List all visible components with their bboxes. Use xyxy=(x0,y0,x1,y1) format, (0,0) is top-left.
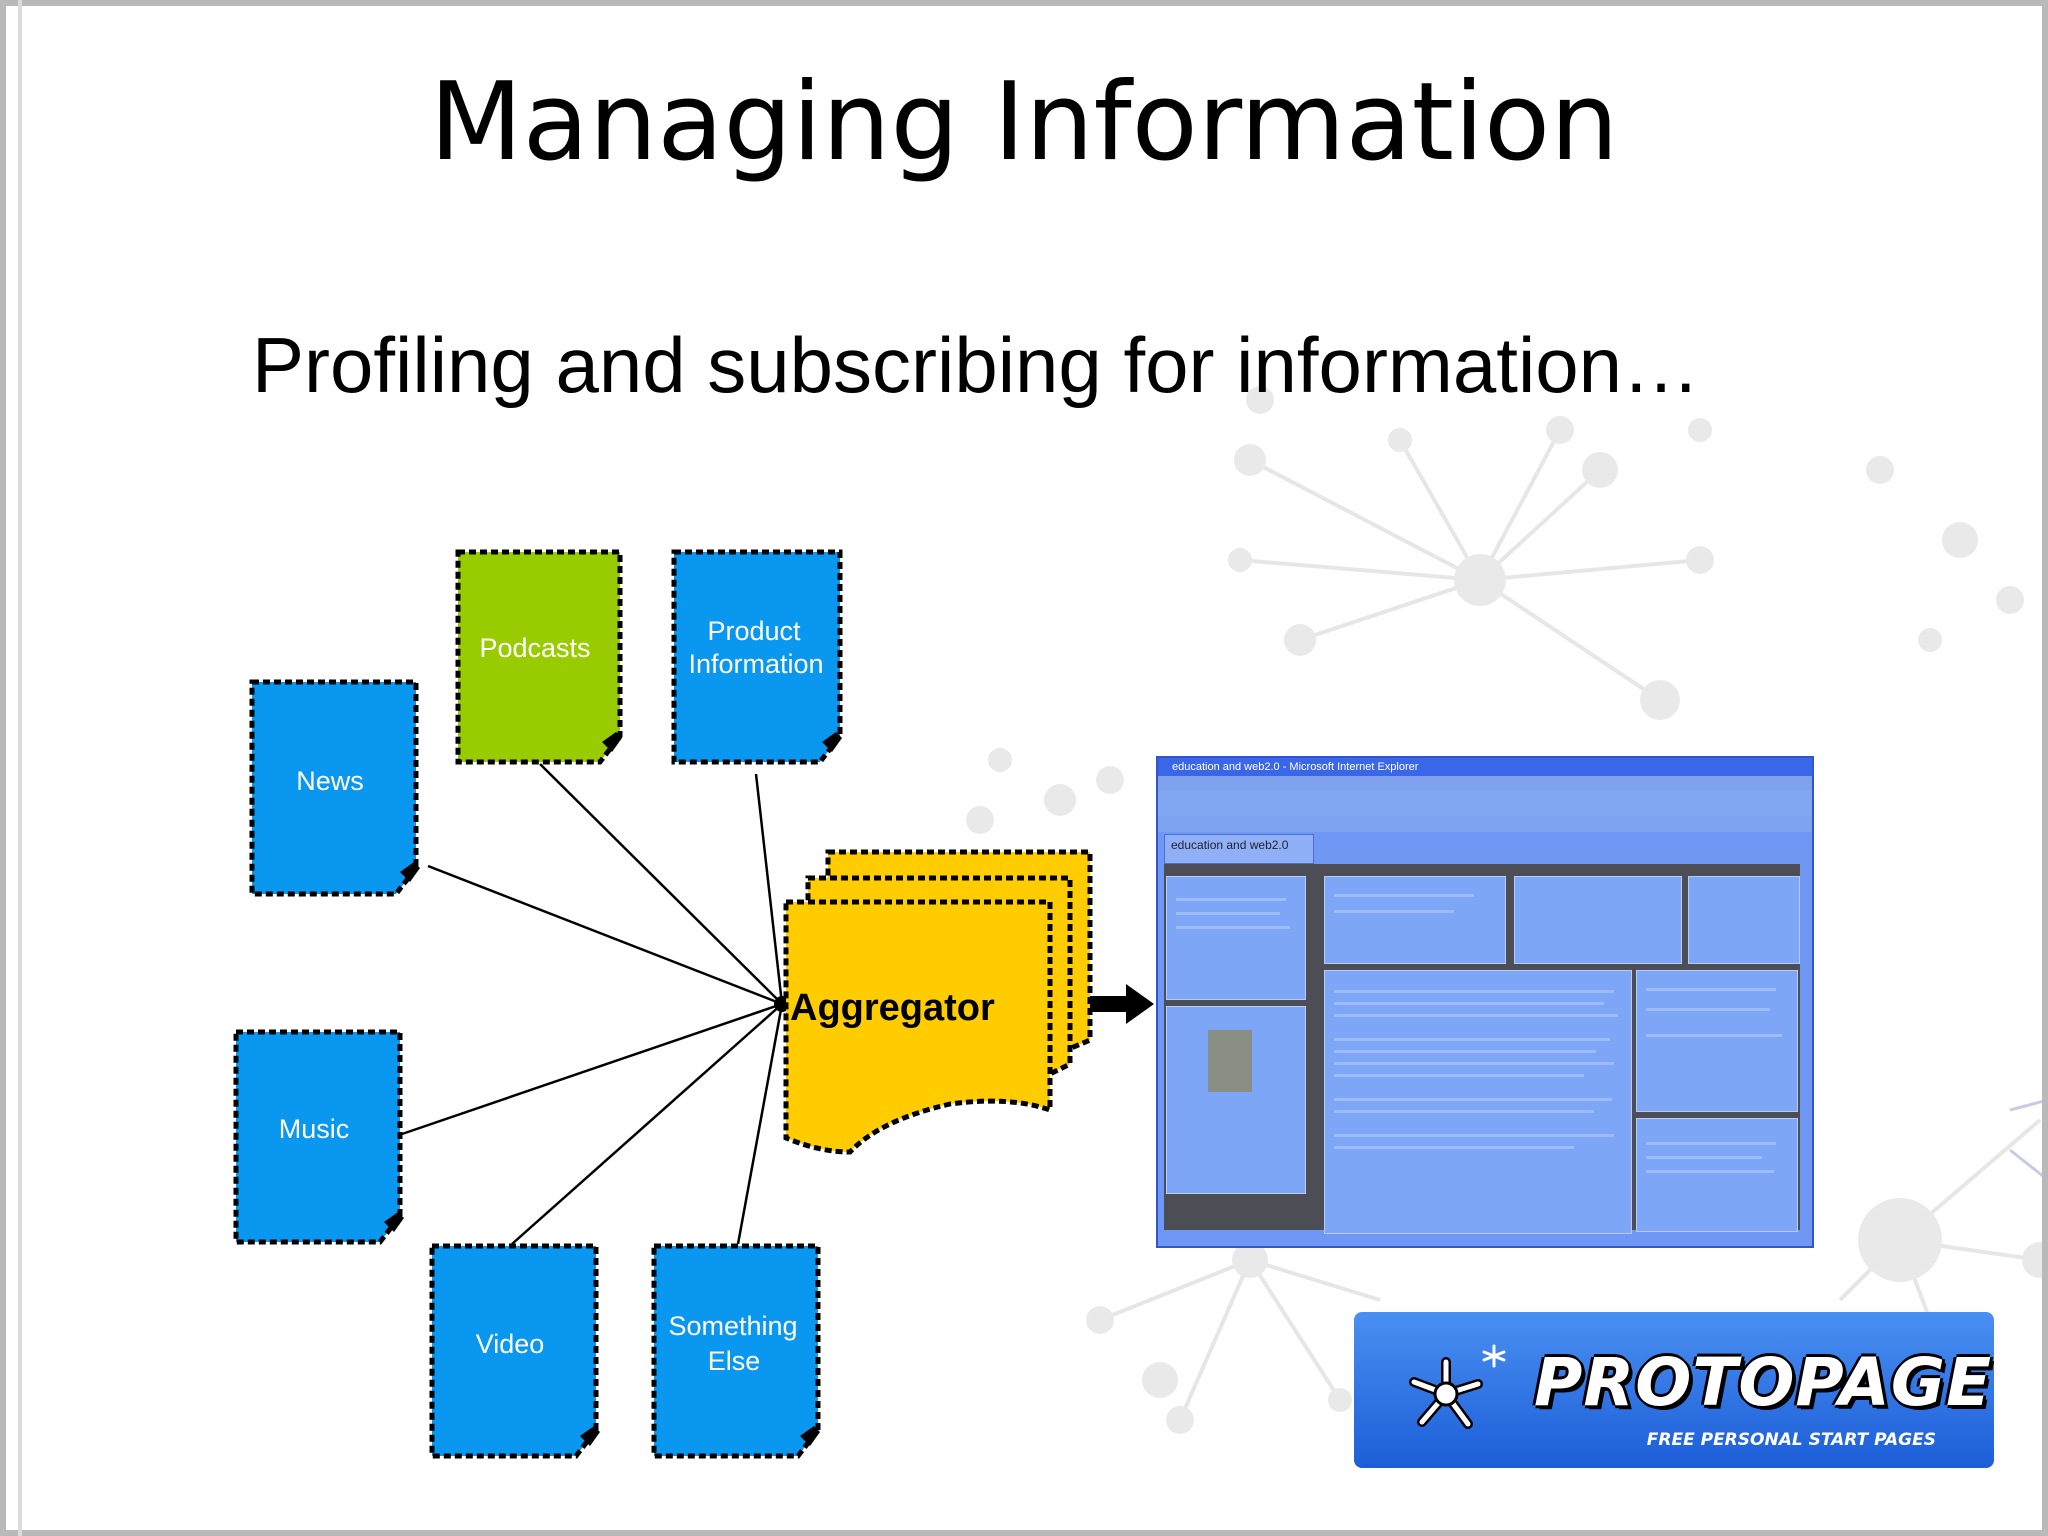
screenshot-addressbar xyxy=(1158,816,1812,832)
screenshot-text-line xyxy=(1646,1170,1774,1173)
screenshot-text-line xyxy=(1334,1146,1574,1149)
source-doc-product-information[interactable]: Product Information xyxy=(671,549,843,765)
screenshot-text-line xyxy=(1334,1074,1584,1077)
source-doc-video[interactable]: Video xyxy=(429,1243,600,1459)
screenshot-toolbar xyxy=(1158,790,1812,817)
source-label-something-line2: Else xyxy=(708,1346,761,1376)
source-doc-podcasts[interactable]: Podcasts xyxy=(455,549,623,765)
start-page-screenshot: education and web2.0 - Microsoft Interne… xyxy=(1156,756,1814,1248)
aggregator-stack[interactable]: Aggregator xyxy=(783,849,1093,1155)
connector-music xyxy=(401,1002,783,1136)
connector-something-else xyxy=(736,1003,784,1245)
source-label-something-line1: Something xyxy=(668,1311,797,1341)
connector-product-information xyxy=(754,773,784,1005)
source-label-product-line2: Information xyxy=(688,649,823,679)
screenshot-text-line xyxy=(1176,898,1286,901)
screenshot-widget xyxy=(1324,970,1632,1234)
aggregator-label: Aggregator xyxy=(790,987,995,1029)
protopage-star-icon xyxy=(1409,1344,1506,1429)
source-label-music: Music xyxy=(279,1114,350,1144)
screenshot-window-title: education and web2.0 - Microsoft Interne… xyxy=(1158,758,1812,776)
connector-news xyxy=(427,864,783,1006)
source-doc-something-else[interactable]: Something Else xyxy=(651,1243,821,1459)
screenshot-text-line xyxy=(1334,1098,1612,1101)
source-doc-news[interactable]: News xyxy=(249,679,420,897)
connector-podcasts xyxy=(539,763,783,1005)
slide-subtitle: Profiling and subscribing for informatio… xyxy=(252,321,1701,409)
screenshot-menubar xyxy=(1158,776,1812,790)
output-arrow xyxy=(1090,984,1154,1024)
screenshot-text-line xyxy=(1334,894,1474,897)
screenshot-text-line xyxy=(1334,1050,1596,1053)
screenshot-text-line xyxy=(1646,1034,1782,1037)
screenshot-text-line xyxy=(1646,1142,1776,1145)
source-label-video: Video xyxy=(476,1329,545,1359)
source-label-podcasts: Podcasts xyxy=(479,633,590,663)
connector-lines xyxy=(401,763,784,1245)
screenshot-text-line xyxy=(1646,1156,1762,1159)
screenshot-widget xyxy=(1636,970,1798,1112)
screenshot-text-line xyxy=(1334,910,1454,913)
screenshot-text-line xyxy=(1334,1038,1610,1041)
screenshot-widget xyxy=(1166,876,1306,1000)
screenshot-widget xyxy=(1324,876,1506,964)
source-label-news: News xyxy=(296,766,364,796)
screenshot-text-line xyxy=(1176,926,1290,929)
screenshot-text-line xyxy=(1334,1062,1614,1065)
screenshot-page-heading: education and web2.0 xyxy=(1164,834,1314,864)
screenshot-text-line xyxy=(1334,1002,1604,1005)
protopage-logo-banner[interactable]: PROTOPAGE FREE PERSONAL START PAGES xyxy=(1354,1312,1994,1468)
screenshot-photo xyxy=(1208,1030,1252,1092)
screenshot-text-line xyxy=(1334,990,1614,993)
source-doc-music[interactable]: Music xyxy=(233,1029,404,1245)
slide-title: Managing Information xyxy=(429,60,1619,185)
screenshot-text-line xyxy=(1334,1134,1614,1137)
source-label-product-line1: Product xyxy=(707,616,801,646)
screenshot-widget xyxy=(1514,876,1682,964)
protopage-tagline: FREE PERSONAL START PAGES xyxy=(1646,1430,1936,1450)
screenshot-text-line xyxy=(1646,1008,1770,1011)
screenshot-text-line xyxy=(1176,912,1280,915)
screenshot-text-line xyxy=(1334,1014,1618,1017)
screenshot-text-line xyxy=(1646,988,1776,991)
screenshot-text-line xyxy=(1334,1110,1594,1113)
protopage-wordmark: PROTOPAGE xyxy=(1534,1344,1993,1421)
screenshot-widget xyxy=(1636,1118,1798,1232)
screenshot-widget xyxy=(1688,876,1800,964)
connector-video xyxy=(511,1003,783,1245)
